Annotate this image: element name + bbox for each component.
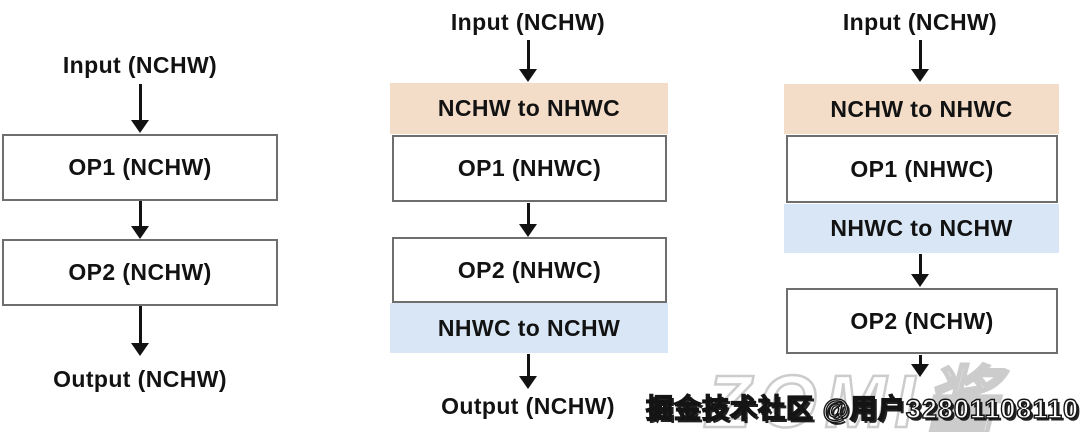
col2-nchw-to-nhwc-box: NCHW to NHWC — [390, 83, 668, 134]
col1-input-label: Input (NCHW) — [62, 52, 218, 78]
col1-output-label: Output (NCHW) — [53, 366, 227, 392]
logo-watermark: ZOMI酱 — [705, 359, 1005, 432]
site-credit-watermark: 掘金技术社区 @用户32801108110 — [645, 393, 1080, 424]
col1-op1-box: OP1 (NCHW) — [2, 134, 278, 201]
col3-op1-box: OP1 (NHWC) — [786, 135, 1058, 203]
col3-op2-box: OP2 (NCHW) — [786, 288, 1058, 354]
col3-input-label: Input (NCHW) — [842, 9, 998, 35]
col2-output-label: Output (NCHW) — [441, 393, 615, 419]
col2-input-label: Input (NCHW) — [450, 9, 606, 35]
col2-nhwc-to-nchw-box: NHWC to NCHW — [390, 303, 668, 353]
col2-op1-box: OP1 (NHWC) — [392, 135, 667, 202]
col1-op2-box: OP2 (NCHW) — [2, 239, 278, 306]
col2-op2-box: OP2 (NHWC) — [392, 237, 667, 303]
col3-nchw-to-nhwc-box: NCHW to NHWC — [784, 84, 1059, 134]
col3-nhwc-to-nchw-box: NHWC to NCHW — [784, 204, 1059, 253]
